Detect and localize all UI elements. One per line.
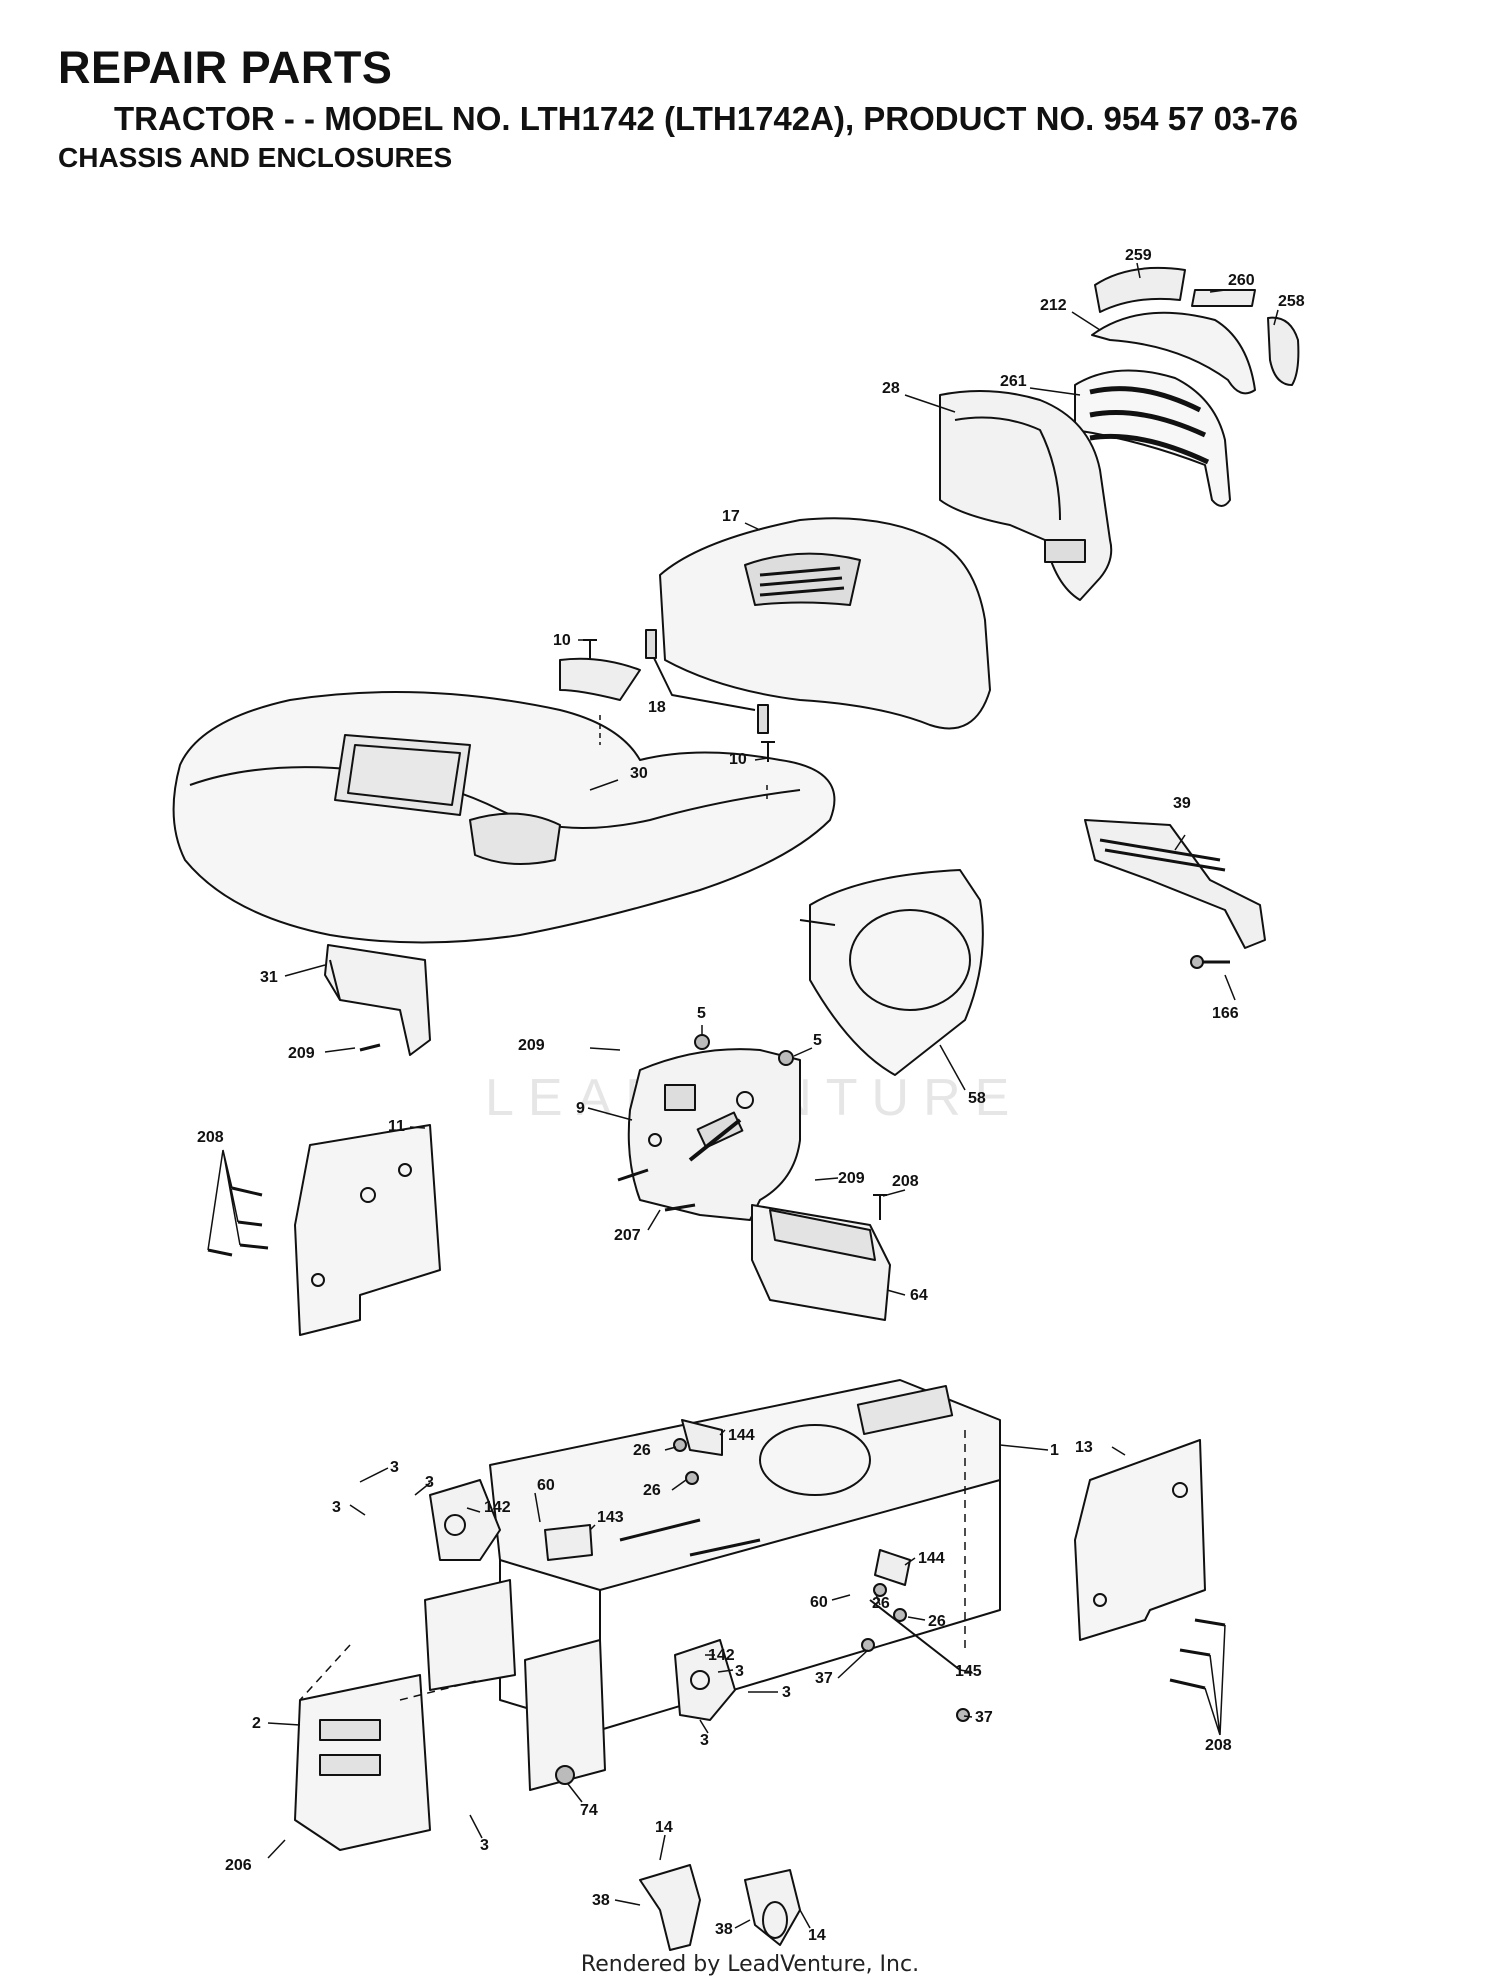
callout-3-d: 3	[735, 1663, 744, 1680]
callout-144-upper: 144	[728, 1427, 755, 1444]
springs-145-37	[861, 1599, 970, 1722]
bolts-207	[617, 1168, 696, 1212]
callout-74: 74	[580, 1802, 598, 1819]
callout-38-right: 38	[715, 1921, 733, 1938]
dash-nut-5	[694, 1034, 794, 1066]
plate-center-front	[524, 1639, 606, 1791]
nuts-26	[673, 1438, 907, 1622]
callout-209-left: 209	[288, 1045, 315, 1062]
hood-lens-258	[1267, 316, 1300, 386]
section-title: CHASSIS AND ENCLOSURES	[58, 142, 453, 173]
callout-26-third: 26	[872, 1595, 890, 1612]
callout-64: 64	[910, 1287, 928, 1304]
leader-lines	[207, 262, 1279, 1929]
callout-206: 206	[225, 1857, 252, 1874]
callout-10-lower: 10	[729, 751, 747, 768]
callout-258: 258	[1278, 293, 1305, 310]
plate-2	[294, 1674, 431, 1851]
page-title: REPAIR PARTS	[58, 42, 393, 93]
callout-5-right: 5	[813, 1032, 822, 1049]
callout-3-g: 3	[480, 1837, 489, 1854]
fender-30	[172, 657, 836, 944]
callout-208-center: 208	[892, 1173, 919, 1190]
callout-209-right: 209	[838, 1170, 865, 1187]
callout-142-upper: 142	[484, 1499, 511, 1516]
bracket-64	[751, 1194, 891, 1321]
spring-74	[555, 1765, 575, 1785]
hood-top-212	[1091, 311, 1256, 395]
callout-58: 58	[968, 1090, 986, 1107]
callout-260: 260	[1228, 272, 1255, 289]
bracket-142-lower	[674, 1639, 736, 1721]
callout-39: 39	[1173, 795, 1191, 812]
callout-10-upper: 10	[553, 632, 571, 649]
bracket-39	[1084, 819, 1266, 949]
model-subtitle: TRACTOR - - MODEL NO. LTH1742 (LTH1742A)…	[114, 100, 1298, 137]
callout-2: 2	[252, 1715, 261, 1732]
callout-11: 11	[388, 1118, 405, 1135]
dash-panel-9	[627, 1048, 801, 1221]
bolt-166	[1190, 955, 1230, 969]
callout-166: 166	[1212, 1005, 1239, 1022]
callout-26-fourth: 26	[928, 1613, 946, 1630]
callout-9: 9	[576, 1100, 585, 1117]
callout-143: 143	[597, 1509, 624, 1526]
bracket-38-left	[639, 1864, 701, 1951]
callout-38-left: 38	[592, 1892, 610, 1909]
callout-212: 212	[1040, 297, 1067, 314]
callout-142-lower: 142	[708, 1647, 735, 1664]
callout-60-lower: 60	[810, 1594, 828, 1611]
plate-left-front	[424, 1579, 516, 1691]
callout-17: 17	[722, 508, 740, 525]
callout-3-e: 3	[782, 1684, 791, 1701]
bracket-142-upper	[429, 1479, 501, 1561]
callout-208-right: 208	[1205, 1737, 1232, 1754]
frame-brackets-144	[681, 1419, 911, 1586]
side-panel-11	[294, 1124, 441, 1336]
bolts-208-right	[1169, 1618, 1226, 1690]
fender-bracket-31	[324, 944, 431, 1056]
callout-1: 1	[1050, 1442, 1059, 1459]
hood-front-28	[939, 390, 1113, 601]
callout-145: 145	[955, 1663, 982, 1680]
callout-261: 261	[1000, 373, 1027, 390]
callout-209-center: 209	[518, 1037, 545, 1054]
callout-37-lower: 37	[975, 1709, 993, 1726]
rear-panel-13	[1074, 1439, 1206, 1641]
grille-261	[1074, 369, 1231, 507]
callout-3-a: 3	[390, 1459, 399, 1476]
shroud-58	[799, 869, 984, 1076]
bolts-208-left	[207, 1186, 269, 1257]
callout-208-left: 208	[197, 1129, 224, 1146]
callout-26-upper: 26	[633, 1442, 651, 1459]
footer-credit: Rendered by LeadVenture, Inc.	[580, 1952, 920, 1977]
callout-30: 30	[630, 765, 648, 782]
callout-13: 13	[1075, 1439, 1093, 1456]
callout-28: 28	[882, 380, 900, 397]
bracket-38-right	[744, 1869, 801, 1946]
callout-5-left: 5	[697, 1005, 706, 1022]
callout-31: 31	[260, 969, 278, 986]
callout-207: 207	[614, 1227, 641, 1244]
callout-3-b: 3	[425, 1474, 434, 1491]
callout-60-upper: 60	[537, 1477, 555, 1494]
callout-144-lower: 144	[918, 1550, 945, 1567]
callout-14-right: 14	[808, 1927, 826, 1944]
callout-3-c: 3	[332, 1499, 341, 1516]
hood-trim-259	[1094, 266, 1186, 313]
bracket-143	[544, 1524, 593, 1561]
callout-3-f: 3	[700, 1732, 709, 1749]
hood-17	[659, 517, 991, 730]
callout-37-upper: 37	[815, 1670, 833, 1687]
callout-14-left: 14	[655, 1819, 673, 1836]
callout-259: 259	[1125, 247, 1152, 264]
hood-emblem-260	[1191, 289, 1256, 307]
callout-26-second: 26	[643, 1482, 661, 1499]
hood-spacer-18	[645, 629, 769, 734]
callout-18: 18	[648, 699, 666, 716]
